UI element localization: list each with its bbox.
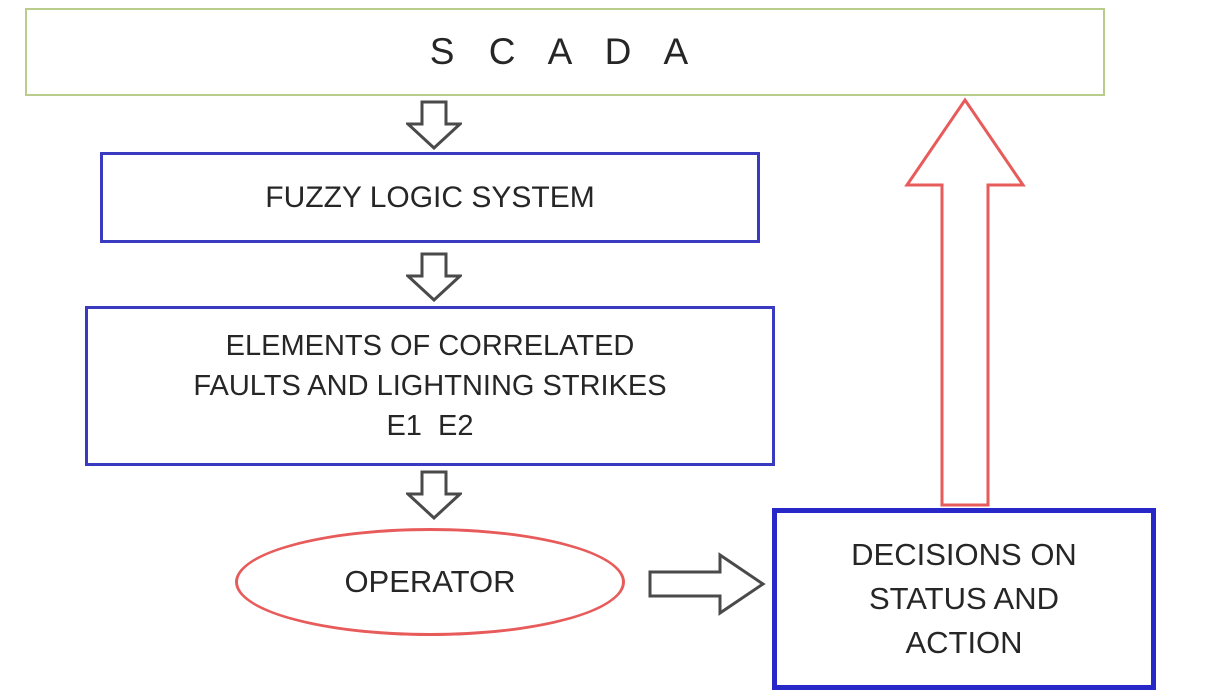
fuzzy-logic-system-label: FUZZY LOGIC SYSTEM [265,180,595,214]
decisions-line-3: ACTION [905,625,1023,660]
node-fuzzy-logic-system: FUZZY LOGIC SYSTEM [100,152,760,243]
decisions-line-2: STATUS AND [868,581,1060,616]
down-arrow-fuzzy-to-elements-icon [406,252,462,302]
down-arrow-elements-to-operator-icon [406,470,462,520]
down-arrow-scada-to-fuzzy-icon [406,100,462,150]
node-elements-of-correlated-faults: ELEMENTS OF CORRELATED FAULTS AND LIGHTN… [85,306,775,466]
node-operator: OPERATOR [235,528,625,636]
elements-line-1: ELEMENTS OF CORRELATED [225,330,635,362]
elements-line-3: E1 E2 [386,410,474,442]
node-decisions: DECISIONS ON STATUS AND ACTION [772,508,1156,690]
decisions-line-1: DECISIONS ON [851,537,1077,572]
right-arrow-operator-to-decisions-icon [648,552,766,616]
scada-label: S C A D A [429,31,701,72]
elements-line-2: FAULTS AND LIGHTNING STRIKES [193,370,667,402]
operator-label: OPERATOR [344,564,516,599]
node-scada: S C A D A [25,8,1105,96]
up-arrow-decisions-to-scada-icon [904,97,1026,507]
